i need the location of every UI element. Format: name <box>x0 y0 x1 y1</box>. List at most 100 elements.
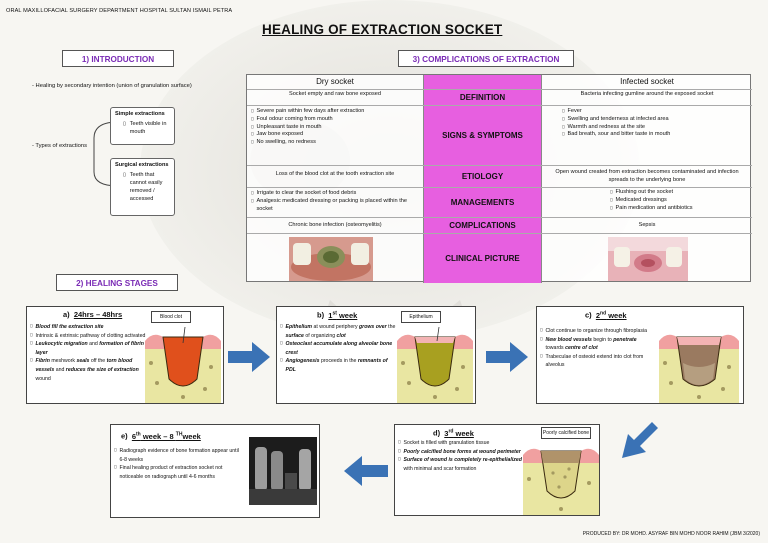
bullet-icon: ▯ <box>251 109 254 114</box>
list-item: Bad breath, sour and bitter taste in mou… <box>567 131 671 138</box>
row-label-signs: SIGNS & SYMPTOMS <box>423 106 542 165</box>
table-header-row: Dry socket Infected socket <box>247 75 752 89</box>
bullet-icon: ▯ <box>398 448 401 454</box>
stage-c-card: c) 2nd week ▯Clot continue to organize t… <box>536 306 744 404</box>
bullet-icon: ▯ <box>30 341 33 347</box>
list-item: Jaw bone exposed <box>256 131 304 138</box>
list-item: Fever <box>567 108 582 114</box>
bullet-icon: ▯ <box>251 116 254 122</box>
bullet-icon: ▯ <box>30 324 33 329</box>
stage-e-title: e) 6th week – 8 THweek <box>121 431 201 441</box>
bullet-icon: ▯ <box>610 190 613 195</box>
stage-d-title: d) 3rd week <box>433 428 474 438</box>
bullet-icon: ▯ <box>398 440 401 445</box>
col-dry-socket: Dry socket <box>316 77 354 86</box>
bullet-icon: ▯ <box>540 336 543 342</box>
bullet-icon: ▯ <box>610 205 613 211</box>
stage-b-socket-diagram <box>397 326 473 403</box>
col-infected-socket: Infected socket <box>620 77 674 86</box>
list-item: Intrinsic & extrinsic pathway of clottin… <box>35 332 146 339</box>
col-spacer <box>423 75 542 89</box>
dry-socket-photo <box>289 237 373 281</box>
arrow-right-icon <box>228 342 270 372</box>
bullet-icon: ▯ <box>280 324 283 329</box>
etiology-infected: Open wound created from extraction becom… <box>555 169 739 183</box>
list-item: Severe pain within few days after extrac… <box>256 108 365 114</box>
footer-credit: PRODUCED BY: DR MOHD. ASYRAF BIN MOHD NO… <box>582 531 760 537</box>
list-item: Unpleasant taste in mouth <box>256 123 322 130</box>
list-item: Trabeculae of osteoid extend into clot f… <box>545 353 644 369</box>
poorly-calcified-bone-label: Poorly calcified bone <box>541 427 591 439</box>
radiograph-image <box>249 437 317 505</box>
table-row: Chronic bone infection (osteomyelitis) C… <box>247 217 752 233</box>
list-item: Osteoclast accumulate along alveolar bon… <box>285 341 393 356</box>
management-infected-list: ▯Flushing out the socket ▯Medicated dres… <box>542 188 752 217</box>
list-item: Surface of wound is completely re-epithe… <box>403 457 522 472</box>
list-item: Analgesic medicated dressing or packing … <box>256 197 407 212</box>
surgical-extractions-box: Surgical extractions ▯Teeth that cannot … <box>110 158 175 216</box>
surgical-extractions-title: Surgical extractions <box>115 162 169 168</box>
bullet-icon: ▯ <box>30 332 33 338</box>
signs-infected-list: ▯Fever ▯Swelling and tenderness at infec… <box>542 106 752 165</box>
complications-table: Dry socket Infected socket Socket empty … <box>246 74 752 283</box>
simple-extractions-title: Simple extractions <box>115 111 165 117</box>
stage-a-title: a) 24hrs – 48hrs <box>63 310 123 319</box>
stage-e-list: ▯Radiograph evidence of bone formation a… <box>114 447 240 481</box>
clinical-picture-dry <box>247 234 423 283</box>
list-item: Socket is filled with granulation tissue <box>403 440 490 446</box>
page-title: HEALING OF EXTRACTION SOCKET <box>262 22 503 37</box>
bullet-icon: ▯ <box>251 140 254 146</box>
bullet-icon: ▯ <box>114 448 117 453</box>
table-row: Socket empty and raw bone exposed DEFINI… <box>247 89 752 105</box>
definition-infected: Bacteria infecting gumline around the ex… <box>580 91 714 97</box>
management-dry-list: ▯Irrigate to clear the socket of food de… <box>247 188 423 217</box>
complications-section-title: 3) COMPLICATIONS OF EXTRACTION <box>398 50 574 67</box>
complication-dry: Chronic bone infection (osteomyelitis) <box>288 222 382 228</box>
intro-healing-text: - Healing by secondary intention (union … <box>32 83 192 89</box>
list-item: Warmth and redness at the site <box>567 123 646 130</box>
bullet-icon: ▯ <box>114 465 117 471</box>
bullet-icon: ▯ <box>280 341 283 347</box>
bullet-icon: ▯ <box>562 124 565 130</box>
bullet-icon: ▯ <box>123 172 126 178</box>
list-item: Poorly calcified bone forms at wound per… <box>403 448 521 455</box>
list-item: Leukocytic migration and formation of fi… <box>35 341 144 356</box>
bullet-icon: ▯ <box>540 328 543 333</box>
arrow-left-icon <box>344 456 388 486</box>
list-item: Fibrin meshwork seals off the torn blood… <box>35 358 139 382</box>
epithelium-label: Epithelium <box>401 311 441 323</box>
list-item: Angiogenesis proceeds in the remnants of… <box>285 358 388 373</box>
stage-d-socket-diagram <box>523 448 599 515</box>
bullet-icon: ▯ <box>562 132 565 138</box>
bullet-icon: ▯ <box>251 198 254 204</box>
intro-section-title: 1) INTRODUCTION <box>62 50 174 67</box>
stage-b-title: b) 1st week <box>317 310 358 320</box>
stage-a-socket-diagram <box>145 326 221 403</box>
table-row: Loss of the blood clot at the tooth extr… <box>247 165 752 187</box>
clinical-picture-infected <box>542 234 752 283</box>
stage-e-card: e) 6th week – 8 THweek ▯Radiograph evide… <box>110 424 320 518</box>
stage-c-list: ▯Clot continue to organize through fibro… <box>540 327 650 370</box>
bullet-icon: ▯ <box>610 197 613 203</box>
department-header: ORAL MAXILLOFACIAL SURGERY DEPARTMENT HO… <box>6 8 233 14</box>
list-item: Irrigate to clear the socket of food deb… <box>256 190 357 196</box>
bullet-icon: ▯ <box>123 121 126 127</box>
list-item: New blood vessels begin to penetrate tow… <box>545 336 637 352</box>
bullet-icon: ▯ <box>30 358 33 364</box>
bullet-icon: ▯ <box>251 191 254 196</box>
surgical-extractions-item: Teeth that cannot easily removed / acces… <box>129 172 163 202</box>
list-item: No swelling, no redness <box>256 139 316 146</box>
healing-section-title: 2) HEALING STAGES <box>56 274 178 291</box>
stage-d-list: ▯Socket is filled with granulation tissu… <box>398 439 522 473</box>
list-item: Flushing out the socket <box>615 189 674 195</box>
bullet-icon: ▯ <box>562 116 565 122</box>
bullet-icon: ▯ <box>540 353 543 359</box>
list-item: Blood fill the extraction site <box>35 324 104 330</box>
row-label-managements: MANAGEMENTS <box>423 188 542 217</box>
row-label-etiology: ETIOLOGY <box>423 166 542 187</box>
row-label-clinical-picture: CLINICAL PICTURE <box>423 234 542 283</box>
stage-a-list: ▯Blood fill the extraction site ▯Intrins… <box>30 323 148 383</box>
table-row: CLINICAL PICTURE <box>247 233 752 283</box>
list-item: Foul odour coming from mouth <box>256 115 333 122</box>
list-item: Clot continue to organize through fibrop… <box>545 328 647 334</box>
